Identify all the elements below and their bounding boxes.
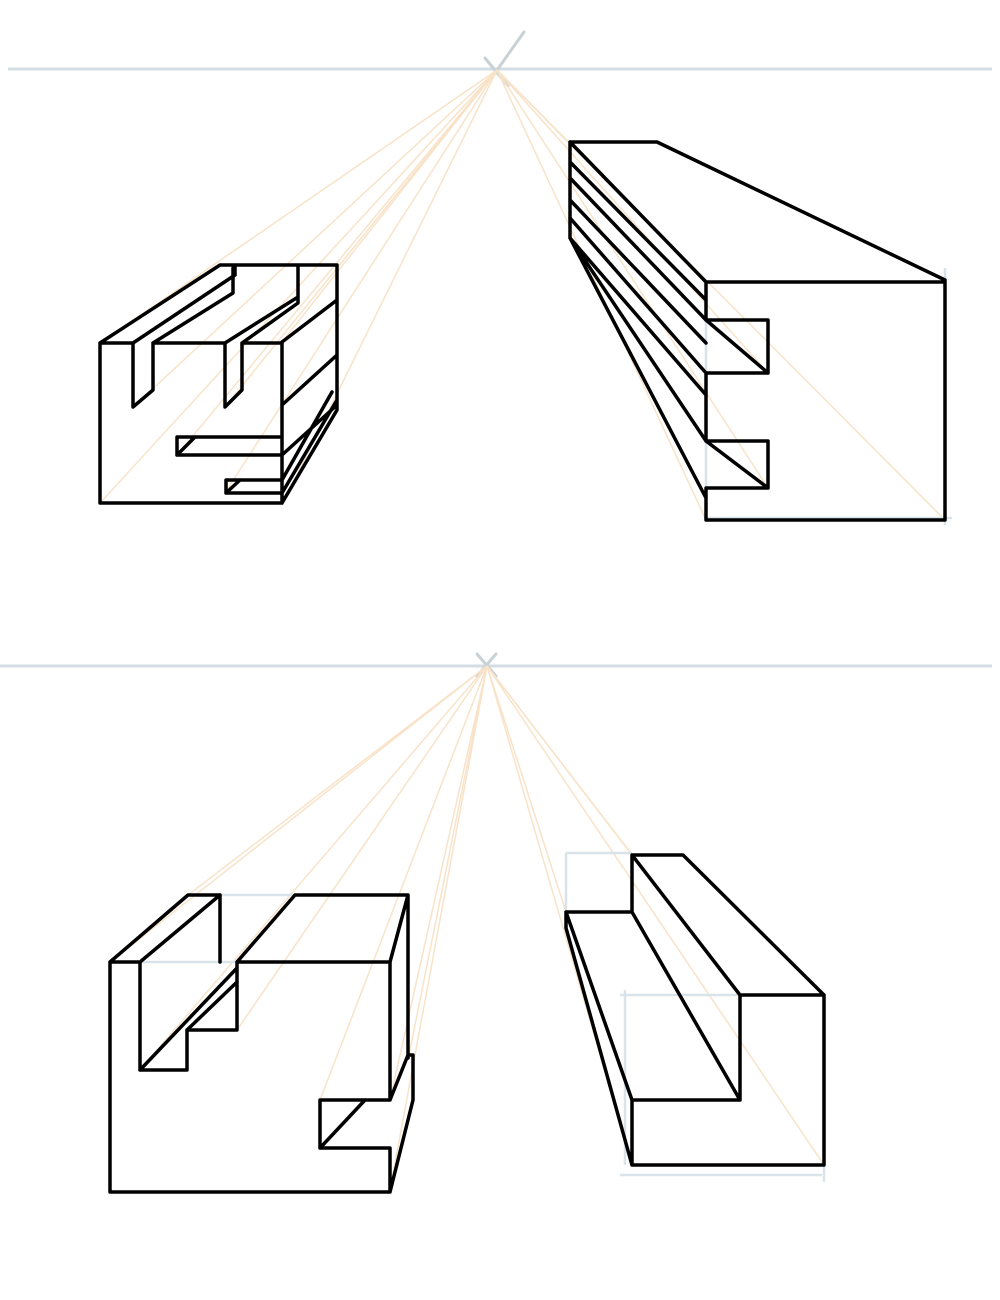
stepped-block-left-top <box>98 263 339 505</box>
x-mark-icon <box>475 652 498 678</box>
slotted-block-right-top <box>568 140 947 522</box>
step-block-right-bottom <box>564 853 826 1167</box>
construction-lines-bottom <box>110 851 826 1182</box>
top-panel <box>8 30 992 525</box>
guide-lines-top <box>99 69 946 521</box>
notched-block-left-bottom <box>108 893 415 1194</box>
guide-lines-bottom <box>109 665 825 1191</box>
bottom-panel <box>0 652 992 1194</box>
vanishing-point-bottom <box>475 652 498 678</box>
